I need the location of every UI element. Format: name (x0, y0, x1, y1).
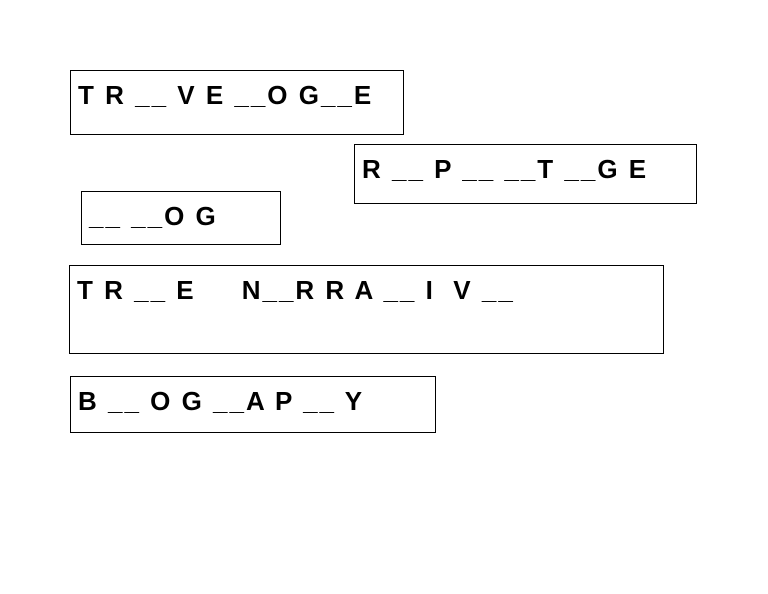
word-box-1: T R __ V E __O G__E (70, 70, 404, 135)
word-box-2: R __ P __ __T __G E (354, 144, 697, 204)
word-puzzle-text-1: T R __ V E __O G__E (78, 80, 374, 110)
word-puzzle-text-3: __ __O G (89, 201, 218, 231)
word-box-3: __ __O G (81, 191, 281, 245)
word-puzzle-text-5: B __ O G __A P __ Y (78, 386, 365, 416)
word-puzzle-text-2: R __ P __ __T __G E (362, 154, 649, 184)
word-box-5: B __ O G __A P __ Y (70, 376, 436, 433)
word-box-4: T R __ E N__R R A __ I V __ (69, 265, 664, 354)
word-puzzle-text-4: T R __ E N__R R A __ I V __ (77, 275, 515, 305)
